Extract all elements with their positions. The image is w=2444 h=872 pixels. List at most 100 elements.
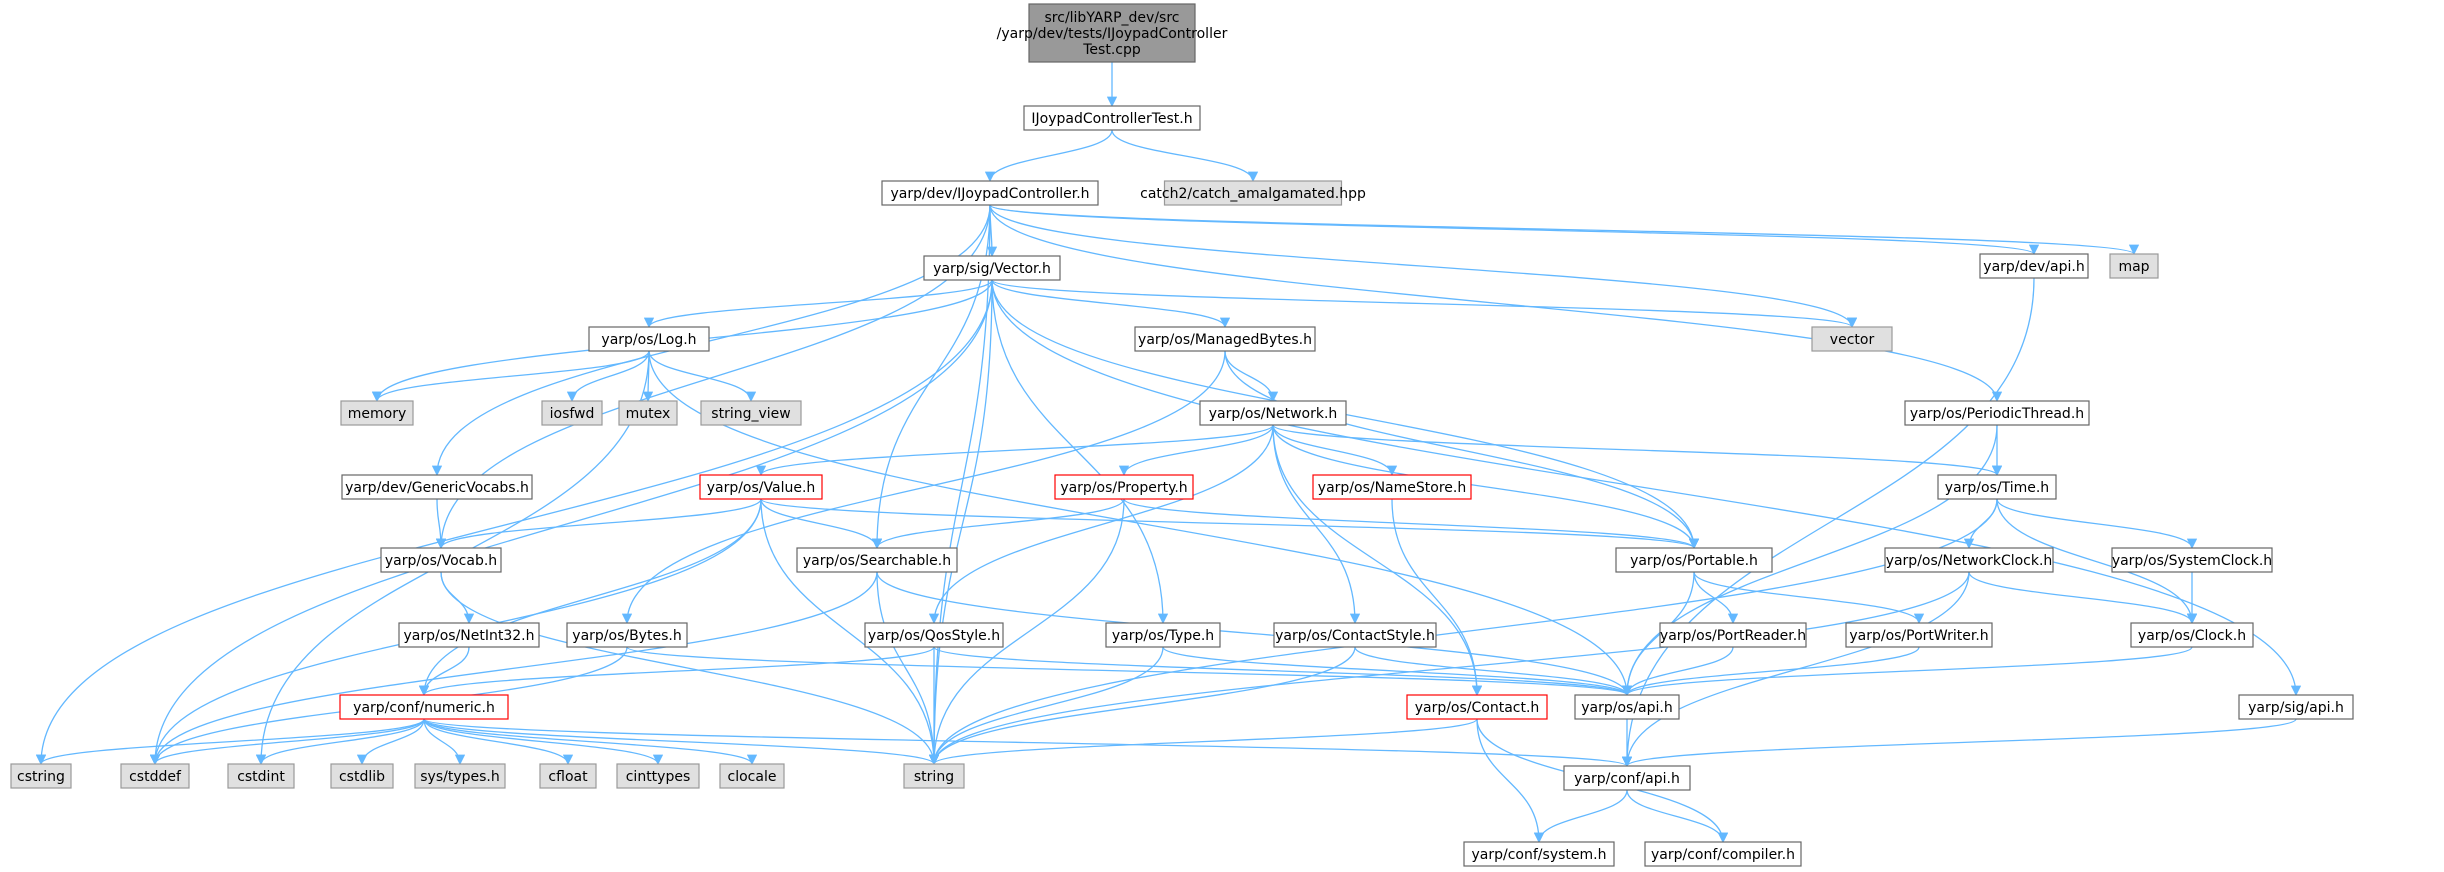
- node-label-osapi: yarp/os/api.h: [1581, 700, 1672, 716]
- edge-value-to-portable: [760, 498, 1699, 550]
- node-cfloat[interactable]: cfloat: [539, 763, 597, 789]
- node-label-cstdint: cstdint: [237, 769, 285, 785]
- node-box-log: [588, 326, 710, 352]
- node-label-string: string: [914, 769, 954, 785]
- node-network[interactable]: yarp/os/Network.h: [1199, 400, 1347, 426]
- edge-namestore-to-contact: [1391, 498, 1483, 697]
- node-vector[interactable]: vector: [1811, 326, 1893, 352]
- node-label-bytes: yarp/os/Bytes.h: [572, 628, 681, 644]
- node-box-confapi: [1563, 765, 1691, 791]
- node-label-cstddef: cstddef: [129, 769, 182, 785]
- node-iosfwd[interactable]: iosfwd: [541, 400, 603, 426]
- node-sigapi[interactable]: yarp/sig/api.h: [2238, 694, 2354, 720]
- node-type[interactable]: yarp/os/Type.h: [1105, 622, 1221, 648]
- node-box-network: [1199, 400, 1347, 426]
- node-box-map: [2109, 253, 2159, 279]
- node-ijct[interactable]: IJoypadControllerTest.h: [1023, 105, 1201, 131]
- node-clocale[interactable]: clocale: [719, 763, 785, 789]
- node-genvocabs[interactable]: yarp/dev/GenericVocabs.h: [341, 474, 533, 500]
- node-label-numeric: yarp/conf/numeric.h: [353, 700, 495, 716]
- node-bytes[interactable]: yarp/os/Bytes.h: [566, 622, 688, 648]
- node-netint32[interactable]: yarp/os/NetInt32.h: [398, 622, 540, 648]
- node-vocab[interactable]: yarp/os/Vocab.h: [380, 547, 502, 573]
- node-label-iosfwd: iosfwd: [550, 406, 595, 422]
- edge-type-to-osapi: [1162, 646, 1633, 697]
- node-property[interactable]: yarp/os/Property.h: [1054, 474, 1194, 500]
- node-namestore[interactable]: yarp/os/NameStore.h: [1312, 474, 1472, 500]
- node-label-genvocabs: yarp/dev/GenericVocabs.h: [345, 480, 529, 496]
- node-box-vector_h: [923, 255, 1061, 281]
- node-label-property: yarp/os/Property.h: [1060, 480, 1187, 496]
- node-portwriter[interactable]: yarp/os/PortWriter.h: [1845, 622, 1993, 648]
- node-portreader[interactable]: yarp/os/PortReader.h: [1659, 622, 1807, 648]
- node-box-netint32: [398, 622, 540, 648]
- node-label-root: /yarp/dev/tests/IJoypadController: [997, 26, 1228, 42]
- node-value[interactable]: yarp/os/Value.h: [699, 474, 823, 500]
- edge-property-to-string: [928, 498, 1125, 766]
- edge-ijc-to-periodic: [989, 204, 2003, 403]
- node-confapi[interactable]: yarp/conf/api.h: [1563, 765, 1691, 791]
- node-portable[interactable]: yarp/os/Portable.h: [1615, 547, 1773, 573]
- node-confsystem[interactable]: yarp/conf/system.h: [1463, 841, 1615, 867]
- node-label-ijc: yarp/dev/IJoypadController.h: [890, 186, 1089, 202]
- node-cstdint[interactable]: cstdint: [227, 763, 295, 789]
- node-string_view[interactable]: string_view: [700, 400, 802, 426]
- node-box-genvocabs: [341, 474, 533, 500]
- node-ijc[interactable]: yarp/dev/IJoypadController.h: [881, 180, 1099, 206]
- node-periodic[interactable]: yarp/os/PeriodicThread.h: [1904, 400, 2090, 426]
- node-box-sysclock: [2111, 547, 2273, 573]
- edge-clock-to-osapi: [1622, 646, 2193, 697]
- node-qos[interactable]: yarp/os/QosStyle.h: [864, 622, 1004, 648]
- node-box-iosfwd: [541, 400, 603, 426]
- node-clock[interactable]: yarp/os/Clock.h: [2130, 622, 2254, 648]
- node-label-portable: yarp/os/Portable.h: [1630, 553, 1758, 569]
- edge-vector_h-to-cstring: [35, 279, 993, 766]
- node-label-qos: yarp/os/QosStyle.h: [868, 628, 1000, 644]
- edge-searchable-to-string: [876, 571, 940, 766]
- edge-vector_h-to-vector: [991, 279, 1857, 329]
- edge-vector_h-to-log: [643, 279, 993, 329]
- node-label-memory: memory: [348, 406, 407, 422]
- node-devapi[interactable]: yarp/dev/api.h: [1979, 253, 2089, 279]
- node-label-confcompiler: yarp/conf/compiler.h: [1651, 847, 1795, 863]
- node-catch[interactable]: catch2/catch_amalgamated.hpp: [1140, 180, 1366, 206]
- node-map[interactable]: map: [2109, 253, 2159, 279]
- node-label-root: Test.cpp: [1082, 42, 1141, 58]
- node-label-cfloat: cfloat: [548, 769, 588, 785]
- node-numeric[interactable]: yarp/conf/numeric.h: [339, 694, 509, 720]
- edge-log-to-string_view: [648, 350, 757, 403]
- node-searchable[interactable]: yarp/os/Searchable.h: [796, 547, 958, 573]
- node-box-cstddef: [120, 763, 190, 789]
- node-log[interactable]: yarp/os/Log.h: [588, 326, 710, 352]
- node-sysclock[interactable]: yarp/os/SystemClock.h: [2111, 547, 2273, 573]
- node-contact[interactable]: yarp/os/Contact.h: [1406, 694, 1548, 720]
- node-cstddef[interactable]: cstddef: [120, 763, 190, 789]
- node-time[interactable]: yarp/os/Time.h: [1937, 474, 2057, 500]
- node-cinttypes[interactable]: cinttypes: [616, 763, 700, 789]
- node-mutex[interactable]: mutex: [618, 400, 678, 426]
- node-box-confsystem: [1463, 841, 1615, 867]
- node-label-portreader: yarp/os/PortReader.h: [1660, 628, 1806, 644]
- edge-vector_h-to-type: [991, 279, 1169, 625]
- node-memory[interactable]: memory: [340, 400, 414, 426]
- node-managed[interactable]: yarp/os/ManagedBytes.h: [1134, 326, 1316, 352]
- edge-numeric-to-string: [423, 718, 939, 766]
- node-netclock[interactable]: yarp/os/NetworkClock.h: [1884, 547, 2054, 573]
- node-box-property: [1054, 474, 1194, 500]
- node-box-sigapi: [2238, 694, 2354, 720]
- node-string[interactable]: string: [903, 763, 965, 789]
- edge-vocab-to-string: [440, 571, 940, 766]
- edge-confapi-to-confsystem: [1533, 789, 1628, 844]
- node-osapi[interactable]: yarp/os/api.h: [1574, 694, 1680, 720]
- node-cstdlib[interactable]: cstdlib: [330, 763, 394, 789]
- node-cstring[interactable]: cstring: [10, 763, 72, 789]
- node-contactstyle[interactable]: yarp/os/ContactStyle.h: [1273, 622, 1437, 648]
- node-root[interactable]: src/libYARP_dev/src/yarp/dev/tests/IJoyp…: [997, 3, 1228, 63]
- node-label-vector_h: yarp/sig/Vector.h: [933, 261, 1051, 277]
- edge-ijc-to-string: [928, 204, 991, 766]
- edge-numeric-to-confapi: [423, 718, 1632, 768]
- node-confcompiler[interactable]: yarp/conf/compiler.h: [1644, 841, 1802, 867]
- edge-devapi-to-confapi: [1621, 277, 2035, 768]
- node-systypes[interactable]: sys/types.h: [414, 763, 506, 789]
- node-vector_h[interactable]: yarp/sig/Vector.h: [923, 255, 1061, 281]
